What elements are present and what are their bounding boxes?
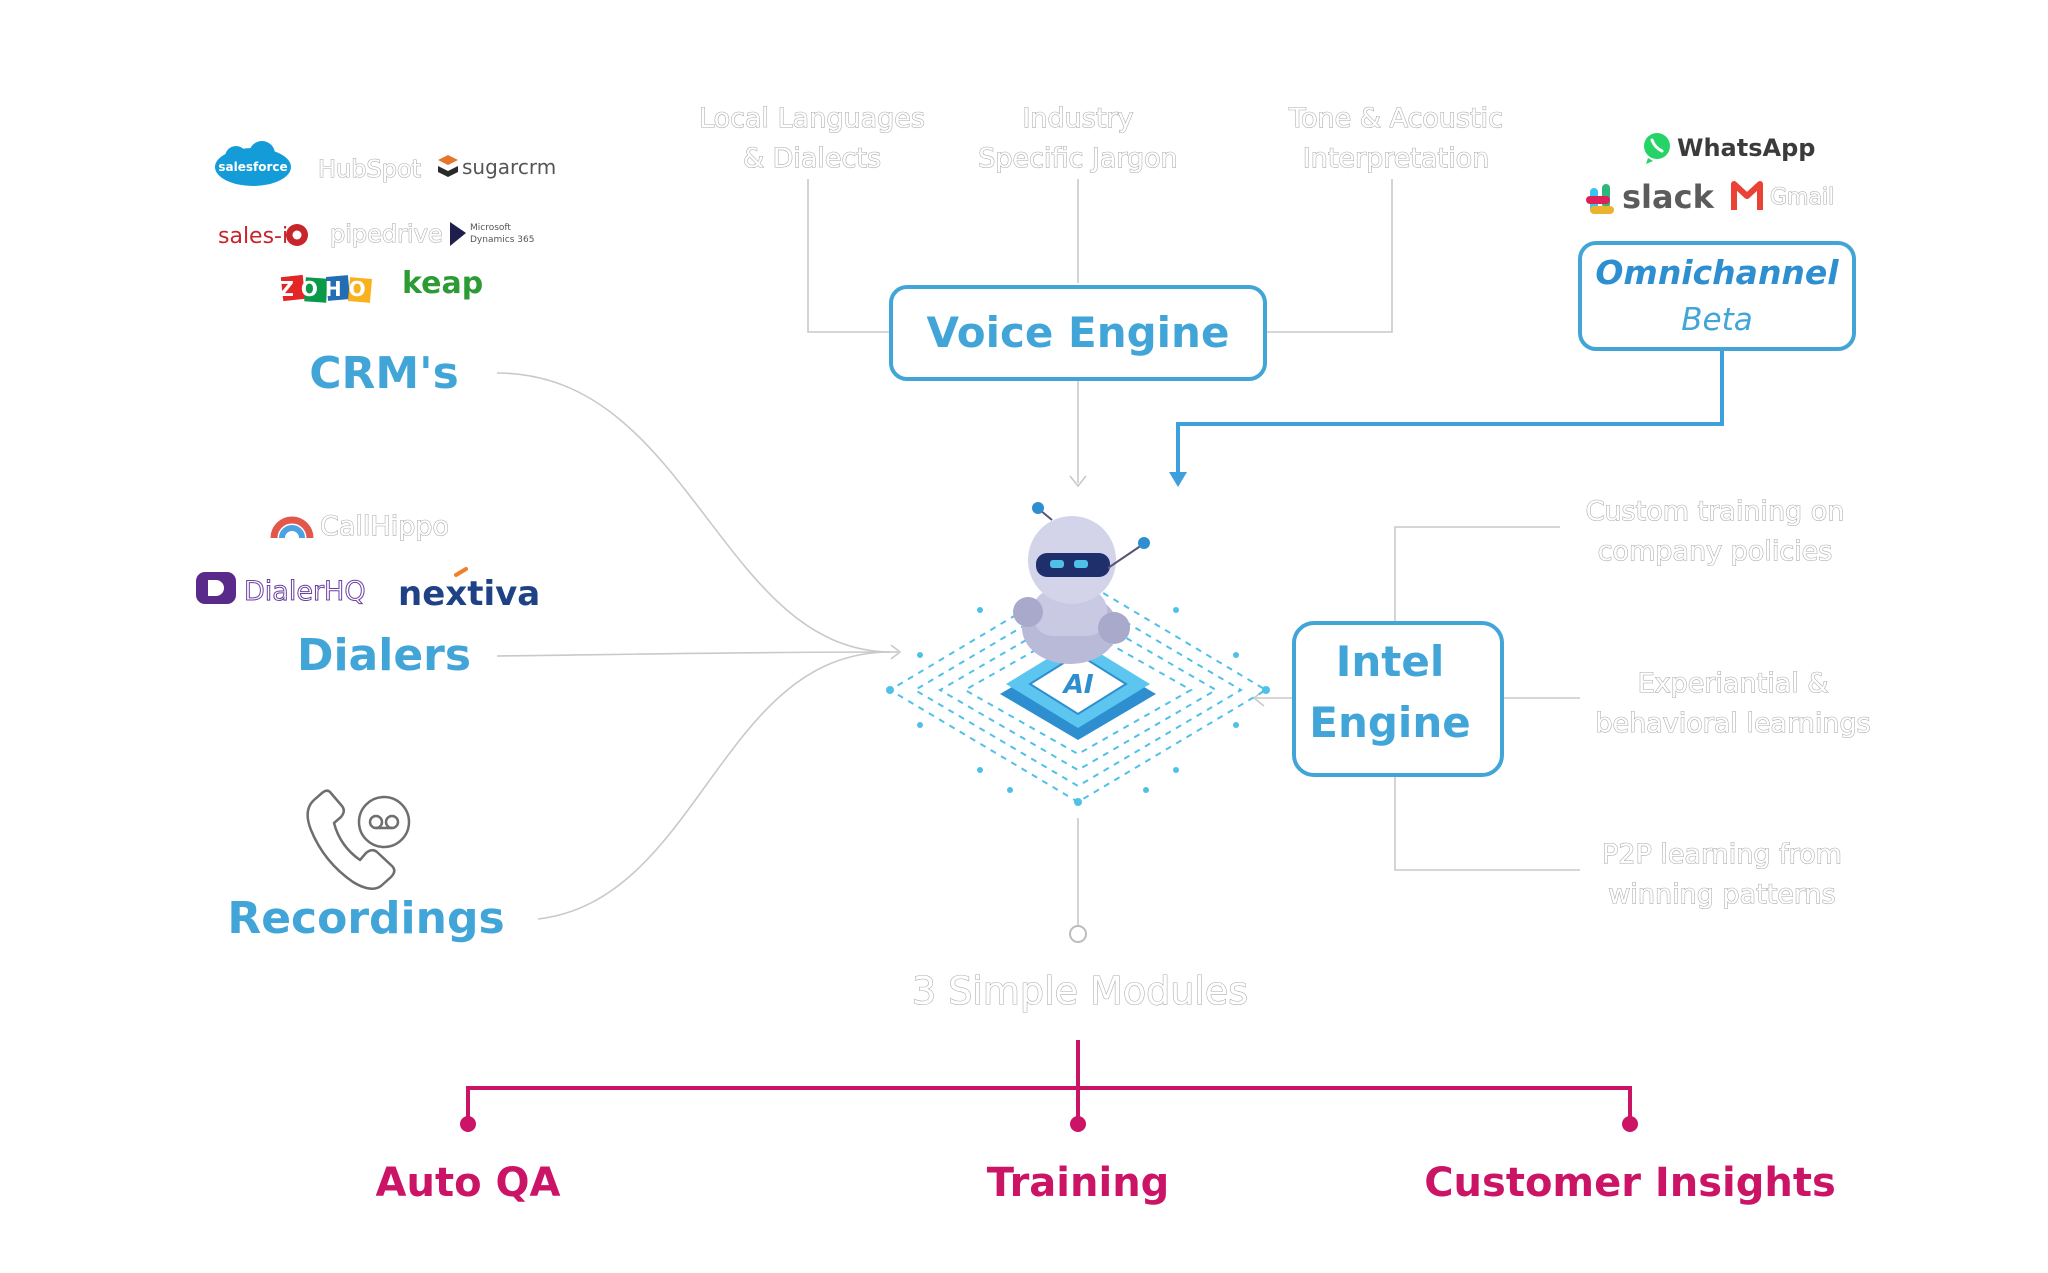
whatsapp-logo-text: WhatsApp [1677, 134, 1815, 162]
whatsapp-icon [1644, 133, 1670, 164]
dialerhq-logo-text: DialerHQ [244, 576, 366, 607]
intel-engine-label-line1: Intel [1336, 637, 1445, 686]
microsoft-logo-text: Microsoft [470, 223, 511, 233]
module-customer-insights: Customer Insights [1424, 1160, 1836, 1206]
nextiva-accent-icon [454, 567, 468, 577]
ai-core-illustration: AI [886, 502, 1270, 806]
salesforce-logo: salesforce [215, 141, 291, 186]
intel-input-policies-line2: company policies [1598, 536, 1833, 567]
omnichannel-connector [1169, 350, 1724, 487]
salesforce-logo-text: salesforce [218, 160, 287, 174]
pipedrive-logo-text: pipedrive [330, 220, 443, 248]
crm-logos: salesforce HubSpot sugarcrm sales-i pipe… [215, 141, 556, 303]
voice-engine-label: Voice Engine [927, 308, 1230, 357]
intel-input-p2p-line2: winning patterns [1608, 879, 1835, 910]
intel-input-policies-line1: Custom training on [1586, 496, 1845, 527]
voice-connectors [807, 179, 1393, 488]
modules-title: 3 Simple Modules [912, 969, 1248, 1013]
arrow-voice-to-core [1069, 475, 1087, 488]
omnichannel-title: Omnichannel [1595, 253, 1839, 292]
connector-recordings [537, 651, 891, 920]
module-training: Training [987, 1160, 1170, 1206]
voice-input-languages-line2: & Dialects [743, 143, 881, 174]
voice-inputs: Local Languages & Dialects Industry Spec… [699, 102, 1504, 174]
callhippo-logo-text: CallHippo [320, 511, 449, 542]
module-dot-training [1070, 1116, 1086, 1132]
gmail-logo-text: Gmail [1770, 185, 1834, 210]
sales-i-logo-text: sales-i [218, 224, 288, 249]
connector-tone [1262, 179, 1393, 333]
voice-input-jargon-line2: Specific Jargon [978, 143, 1178, 174]
source-connectors [496, 372, 902, 920]
intel-input-p2p-line1: P2P learning from [1602, 839, 1842, 870]
intel-inputs: Custom training on company policies Expe… [1585, 495, 1871, 910]
crm-label: CRM's [309, 348, 459, 399]
dialerhq-icon [196, 572, 236, 604]
chip-label-plate [1028, 652, 1128, 716]
connector-dialers [496, 651, 891, 657]
module-dot-auto-qa [460, 1116, 476, 1132]
nextiva-logo-text: nextiva [398, 574, 540, 614]
voice-engine-frame [889, 285, 1267, 381]
slack-icon [1586, 184, 1614, 214]
module-auto-qa: Auto QA [376, 1160, 561, 1206]
dynamics-icon [450, 222, 466, 246]
modules: Auto QA Training Customer Insights [376, 1160, 1836, 1206]
gmail-icon [1731, 181, 1763, 210]
omnichannel-box: Omnichannel Beta [1578, 241, 1856, 351]
voice-engine-box: Voice Engine [889, 285, 1267, 381]
connector-policies [1394, 526, 1560, 622]
modules-connectors [460, 1040, 1638, 1132]
zoho-logo: ZOHO [279, 274, 373, 303]
intel-engine-box: Intel Engine [1292, 621, 1504, 777]
arrow-omnichannel-to-core [1169, 472, 1187, 487]
connector-languages [807, 179, 890, 333]
connector-omnichannel-to-core [1176, 350, 1724, 478]
keap-logo-text: keap [402, 266, 483, 301]
sugarcrm-logo-text: sugarcrm [462, 155, 556, 179]
arrow-sources-to-core [890, 644, 902, 660]
omnichannel-subtitle: Beta [1681, 302, 1753, 338]
connector-end-dot [1069, 925, 1087, 943]
voice-input-languages-line1: Local Languages [699, 103, 925, 134]
intel-engine-frame [1292, 621, 1504, 777]
channel-logos: WhatsApp slack Gmail [1586, 133, 1835, 216]
intel-input-behavioral-line1: Experiantial & [1638, 668, 1829, 699]
voice-input-tone-line2: Interpretation [1303, 143, 1489, 174]
hubspot-logo-text: HubSpot [318, 155, 421, 183]
dialer-logos: CallHippo DialerHQ nextiva [196, 510, 540, 614]
phone-voicemail-icon [306, 789, 411, 890]
dynamics-logo-text: Dynamics 365 [470, 235, 534, 245]
slack-logo-text: slack [1622, 178, 1715, 216]
intel-input-behavioral-line2: behavioral learnings [1595, 708, 1870, 739]
voice-input-jargon-line1: Industry [1022, 103, 1133, 134]
callhippo-icon [270, 516, 314, 539]
core-to-modules-connector [1069, 818, 1087, 943]
voice-input-tone-line1: Tone & Acoustic [1288, 103, 1503, 134]
connector-crm [496, 372, 891, 653]
recordings-label: Recordings [227, 893, 504, 944]
module-dot-insights [1622, 1116, 1638, 1132]
sales-i-mark-icon [286, 224, 308, 246]
robot-icon [1013, 502, 1150, 664]
intel-engine-label-line2: Engine [1309, 698, 1470, 747]
chip-label: AI [1060, 670, 1096, 700]
dialers-label: Dialers [297, 630, 471, 681]
omnichannel-frame [1578, 241, 1856, 351]
zoho-logo-text: ZOHO [279, 277, 372, 301]
sugarcrm-cube-icon [438, 155, 458, 177]
connector-modules-branch [466, 1086, 1632, 1122]
connector-p2p [1394, 775, 1580, 871]
